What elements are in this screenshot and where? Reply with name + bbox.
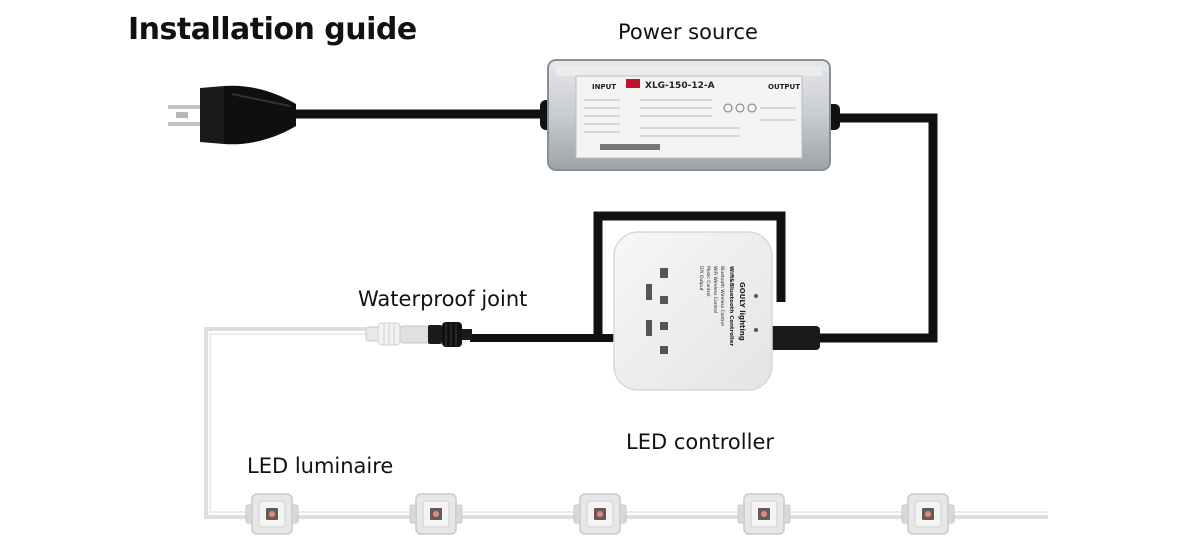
led-luminaire-label: LED luminaire [247,454,394,478]
luminaire-wires [204,327,1048,519]
led-luminaire [573,493,627,535]
controller-box: GOULY lighting Wifi&Bluetooth Controller… [613,231,773,391]
waterproof-joint-label: Waterproof joint [358,287,528,311]
waterproof-joint [365,322,472,347]
led-luminaire [737,493,791,535]
power-supply-unit: INPUT OUTPUT XLG-150-12-A [540,59,840,171]
led-luminaire [245,493,299,535]
psu-model-text: XLG-150-12-A [645,81,715,91]
page-title: Installation guide [128,12,417,47]
controller-feature-2: WiFi Wireless Control [712,266,718,313]
psu-output-text: OUTPUT [768,83,800,91]
controller-feature-1: Bluetooth Wireless Control [719,266,725,326]
controller-subtitle: Wifi&Bluetooth Controller [728,266,734,347]
controller-loop-cable [593,211,786,340]
led-controller-label: LED controller [626,430,774,454]
controller-feature-3: Music Control [705,266,711,297]
led-luminaire [901,493,955,535]
luminaire-group [245,493,955,535]
psu-output-cable [820,113,938,343]
controller-feature-4: DIY Output [698,266,704,291]
controller-brand: GOULY lighting [738,282,746,341]
power-source-label: Power source [618,20,758,44]
wall-plug [168,85,296,145]
psu-input-text: INPUT [592,83,616,91]
led-luminaire [409,493,463,535]
